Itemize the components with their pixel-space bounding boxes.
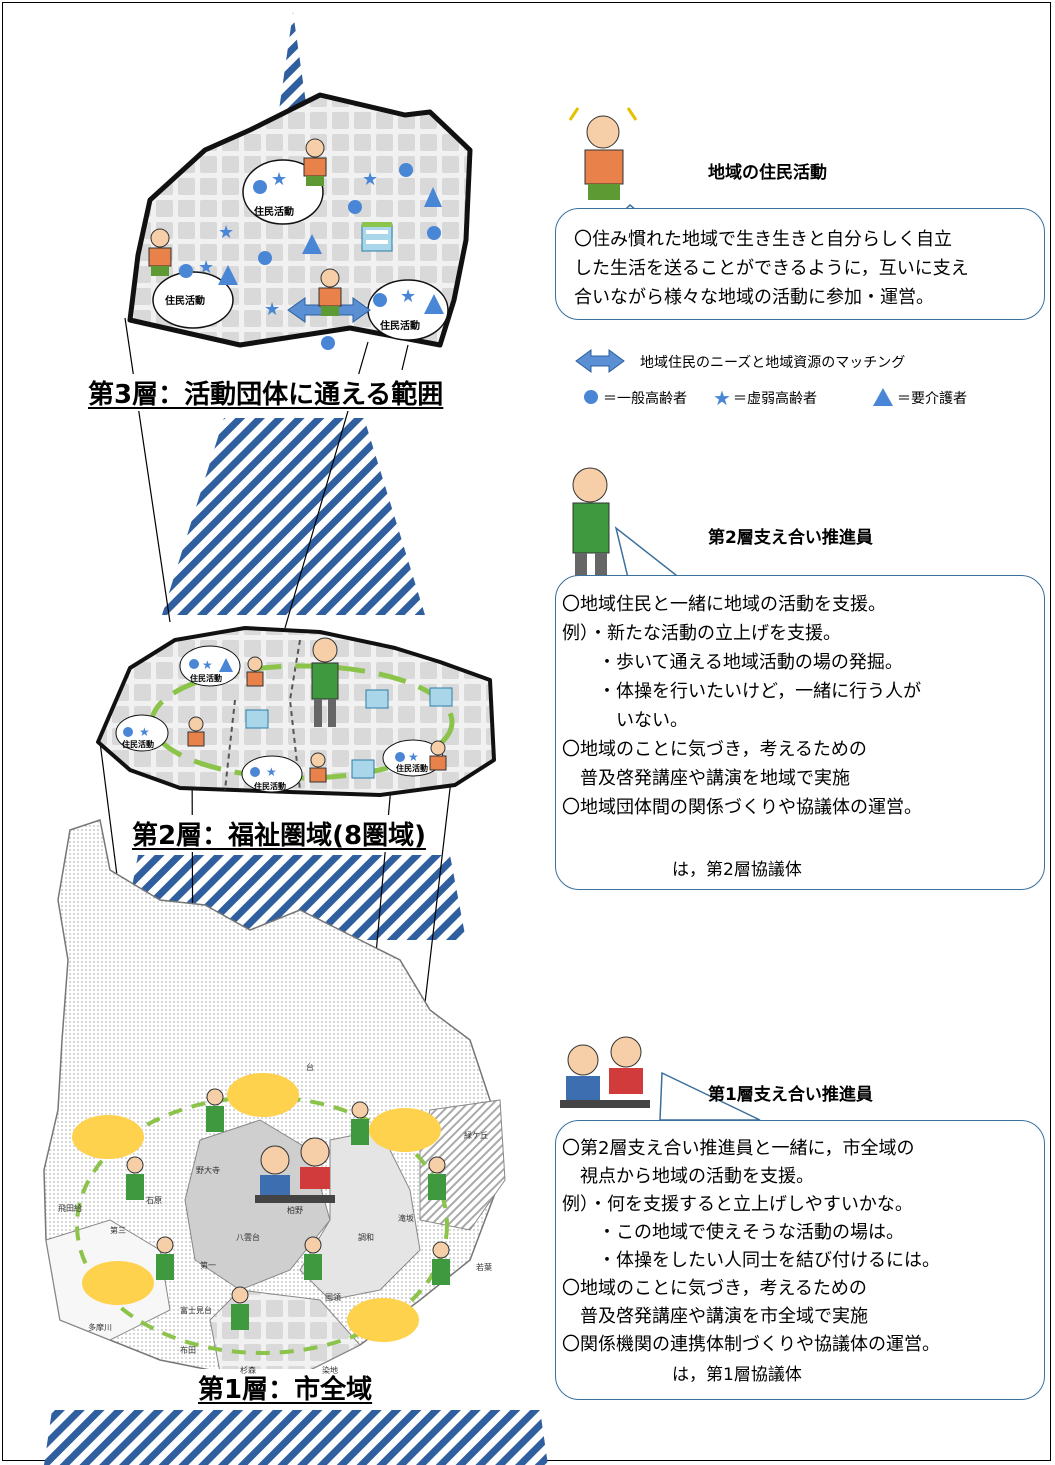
layer1-council-note: は，第1層協議体 xyxy=(672,1365,802,1385)
place-label: 八雲台 xyxy=(236,1233,260,1242)
pyramid-top-band xyxy=(279,12,307,110)
bubble-line: 〇地域のことに気づき，考えるための xyxy=(562,739,867,760)
layer1-council-ring xyxy=(75,1095,449,1355)
resident-figure-icon xyxy=(187,656,447,783)
bubble-line: 〇地域住民と一緒に地域の活動を支援。 xyxy=(562,594,886,615)
bubble-line: 〇第2層支え合い推進員と一緒に，市全域の xyxy=(562,1138,915,1159)
bubble-line: 普及啓発講座や講演を市全域で実施 xyxy=(562,1306,868,1327)
layer3-title: 第3層：活動団体に通える範囲 xyxy=(82,374,450,411)
svg-text:★: ★ xyxy=(139,725,150,739)
pyramid-band-3 xyxy=(162,418,425,615)
layer1-city-map xyxy=(43,819,506,1381)
resident-figure-icon xyxy=(148,138,342,316)
circle-marker-icon xyxy=(584,390,598,404)
resident-section-title: 地域の住民活動 xyxy=(708,163,827,183)
activity-label: 住民活動 xyxy=(122,740,154,749)
place-label: 国領 xyxy=(325,1293,341,1302)
layer1-title: 第1層：市全域 xyxy=(192,1369,379,1406)
triangle-marker-icon xyxy=(873,388,893,406)
layer1-bubble: 〇第2層支え合い推進員と一緒に，市全域の 視点から地域の活動を支援。 例）・何を… xyxy=(555,1120,1045,1400)
legend-matching: 地域住民のニーズと地域資源のマッチング xyxy=(640,355,906,371)
svg-text:★: ★ xyxy=(362,169,378,190)
bubble-line: ・体操を行いたいけど，一緒に行う人が xyxy=(562,681,922,702)
bubble-line: 合いながら様々な地域の活動に参加・運営。 xyxy=(574,287,934,308)
activity-label: 住民活動 xyxy=(396,764,428,773)
svg-text:★: ★ xyxy=(218,222,234,243)
place-label: 台 xyxy=(306,1063,314,1072)
activity-label: 住民活動 xyxy=(165,296,205,307)
bubble-line: した生活を送ることができるように，互いに支え xyxy=(574,258,969,279)
svg-text:★: ★ xyxy=(408,750,419,764)
place-label: 野大寺 xyxy=(196,1166,220,1175)
resident-figure-icon xyxy=(568,107,638,200)
activity-label: 住民活動 xyxy=(190,674,222,683)
bubble-line: 普及啓発講座や講演を地域で実施 xyxy=(562,768,850,789)
bubble-line: 例）・何を支援すると立上げしやすいかな。 xyxy=(562,1194,913,1215)
svg-text:★: ★ xyxy=(198,257,214,278)
bubble-line: いない。 xyxy=(562,710,688,731)
activity-label: 住民活動 xyxy=(254,782,286,791)
svg-text:★: ★ xyxy=(271,169,287,190)
place-label: 調和 xyxy=(358,1233,374,1242)
place-label: 第一 xyxy=(200,1261,216,1270)
place-label: 富士見台 xyxy=(180,1306,212,1315)
double-arrow-icon xyxy=(575,349,625,373)
place-label: 飛田給 xyxy=(58,1204,82,1213)
layer2-section-title: 第2層支え合い推進員 xyxy=(708,528,873,548)
place-label: 若葉 xyxy=(476,1263,492,1272)
support-worker-icon xyxy=(126,1088,450,1330)
place-label: 多摩川 xyxy=(88,1323,112,1332)
support-worker-icon xyxy=(311,637,339,727)
place-label: 染地 xyxy=(322,1366,338,1375)
building-icon xyxy=(245,687,453,779)
layer2-title: 第2層：福祉圏域(8圏域) xyxy=(126,815,432,852)
bubble-line: ・体操をしたい人同士を結び付けるには。 xyxy=(562,1250,940,1271)
place-label: 石原 xyxy=(146,1196,162,1205)
place-label: 滝坂 xyxy=(398,1214,414,1223)
resident-bubble: 〇住み慣れた地域で生き生きと自分らしく自立 した生活を送ることができるように，互… xyxy=(555,208,1045,320)
place-label: 緑ケ丘 xyxy=(464,1131,488,1140)
bubble-line: ・この地域で使えそうな活動の場は。 xyxy=(562,1222,904,1243)
place-label: 第三 xyxy=(110,1226,126,1235)
legend-general: ＝一般高齢者 xyxy=(603,391,687,407)
bubble-line: 〇関係機関の連携体制づくりや協議体の運営。 xyxy=(562,1334,940,1355)
place-label: 柏野 xyxy=(287,1206,303,1215)
building-icon xyxy=(361,222,393,252)
discussion-icon xyxy=(560,1036,650,1108)
layer2-bubble: 〇地域住民と一緒に地域の活動を支援。 例）・新たな活動の立上げを支援。 ・歩いて… xyxy=(555,575,1045,890)
svg-text:★: ★ xyxy=(266,765,277,779)
svg-text:★: ★ xyxy=(400,286,416,307)
layer1-section-title: 第1層支え合い推進員 xyxy=(708,1085,873,1105)
discussion-icon xyxy=(255,1137,335,1203)
support-worker-icon xyxy=(572,467,610,588)
place-label: 布田 xyxy=(180,1346,196,1355)
layer2-council-note: は，第2層協議体 xyxy=(672,860,802,880)
place-label: 杉森 xyxy=(240,1366,256,1375)
bubble-line: 例）・新たな活動の立上げを支援。 xyxy=(562,623,841,644)
bubble-line: 〇住み慣れた地域で生き生きと自分らしく自立 xyxy=(574,229,952,250)
svg-text:★: ★ xyxy=(202,658,213,672)
activity-label: 住民活動 xyxy=(254,207,294,218)
legend-frail: ＝虚弱高齢者 xyxy=(733,391,817,407)
bubble-line: 〇地域のことに気づき，考えるための xyxy=(562,1278,867,1299)
pyramid-band-1 xyxy=(44,1410,548,1465)
activity-label: 住民活動 xyxy=(380,321,420,332)
bubble-line: 視点から地域の活動を支援。 xyxy=(562,1166,814,1187)
bubble-line: 〇地域団体間の関係づくりや協議体の運営。 xyxy=(562,797,922,818)
bubble-line: ・歩いて通える地域活動の場の発掘。 xyxy=(562,652,903,673)
svg-text:★: ★ xyxy=(264,299,280,320)
star-marker-icon: ★ xyxy=(713,386,731,410)
legend-care: ＝要介護者 xyxy=(897,391,967,407)
